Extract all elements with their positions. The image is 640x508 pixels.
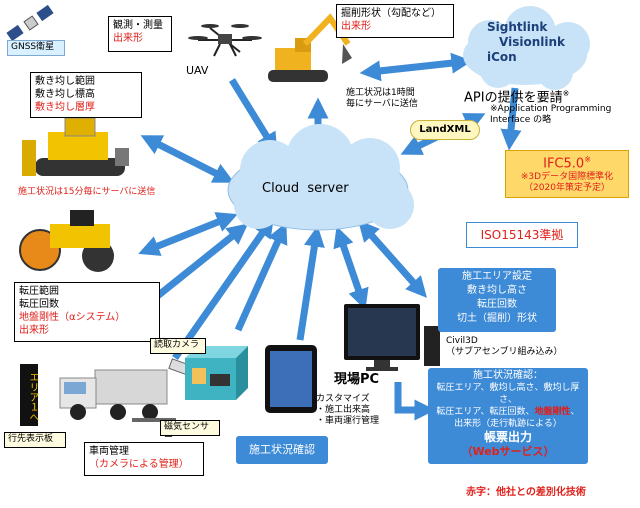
arrow-sightlink-down (500, 87, 522, 151)
tablet-icon (265, 345, 317, 413)
landxml-badge: LandXML (410, 120, 480, 140)
sightlink-visionlink-icon-label: Sightlink Visionlink iCon (487, 20, 565, 64)
satellite-icon (6, 4, 54, 42)
arrow-roller (138, 212, 238, 256)
excavator-upload-note: 施工状況は1時間 毎にサーバに送信 (346, 88, 418, 109)
footer-note: 赤字：他社との差別化技術 (466, 487, 586, 498)
ifc-box: IFC5.0※ ※3Dデータ国際標準化 （2020年策定予定） (505, 150, 629, 198)
arrow-camera-box (234, 222, 288, 332)
bulldozer-icon (22, 117, 129, 176)
destination-sign-label: 行先表示板 (4, 432, 66, 448)
arrow-tablet (296, 225, 325, 341)
arrow-pc (333, 226, 369, 310)
camera-label: 読取カメラ (150, 338, 206, 354)
site-pc-customize: カスタマイズ ・施工出来高 ・車両運行管理 (316, 394, 380, 426)
api-note: ※Application Programming Interface の略 (490, 104, 612, 125)
site-pc-title: 現場PC (334, 372, 380, 387)
uav-info-line2: 出来形 (113, 33, 143, 44)
magnetic-sensor-bar (132, 418, 176, 422)
uav-drone-icon (188, 24, 262, 57)
destination-sign: エリア１へ (20, 364, 38, 426)
excavator-info-line2: 出来形 (341, 21, 371, 32)
vehicle-management-box: 車両管理 （カメラによる管理） (84, 442, 204, 476)
civil3d-label: Civil3D （サブアセンブリ組み込み） (446, 336, 563, 357)
arrow-area-box (358, 220, 427, 298)
magnetic-sensor-label: 磁気センサー (160, 420, 220, 443)
api-request-label: APIの提供を要請※ (464, 89, 570, 106)
excavator-info-line1: 掘削形状（勾配など） (341, 8, 441, 19)
status-check-box: 施工状況確認： 転圧エリア、敷均し高さ、敷均し厚さ、 転圧エリア、転圧回数、地盤… (428, 368, 588, 464)
arrow-truck (172, 216, 275, 361)
gnss-satellite-label: GNSS衛星 (7, 40, 65, 56)
arrow-roller-lower (147, 223, 249, 305)
sightlink-cloud-shape (463, 6, 590, 90)
construction-area-box: 施工エリア設定 敷き均し高さ 転圧回数 切土（掘削）形状 (438, 268, 556, 332)
dozer-upload-note: 施工状況は15分毎にサーバに送信 (18, 187, 156, 197)
arrow-pc-status (394, 382, 436, 421)
dump-truck-icon (59, 369, 168, 420)
excavator-info-box: 掘削形状（勾配など） 出来形 (336, 4, 454, 38)
arrow-sightlink (359, 52, 473, 82)
tablet-status-check-box: 施工状況確認 (236, 436, 328, 464)
uav-label: UAV (186, 64, 209, 77)
uav-info-box: 観測・測量 出来形 (108, 16, 172, 52)
arrow-uav (229, 78, 278, 154)
monitor-booth-icon (185, 346, 248, 400)
uav-info-line1: 観測・測量 (113, 20, 163, 31)
pc-monitor-icon (344, 304, 440, 371)
roller-info-box: 転圧範囲 転圧回数 地盤剛性（αシステム） 出来形 (14, 282, 160, 342)
dozer-info-box: 敷き均し範囲 敷き均し標高 敷き均し層厚 (30, 72, 142, 118)
cloud-server-shape (227, 124, 414, 231)
arrow-dozer (140, 135, 235, 183)
road-roller-icon (19, 210, 114, 272)
iso-standard-box: ISO15143準拠 (466, 222, 578, 248)
cloud-server-label: Cloud server (262, 181, 349, 196)
